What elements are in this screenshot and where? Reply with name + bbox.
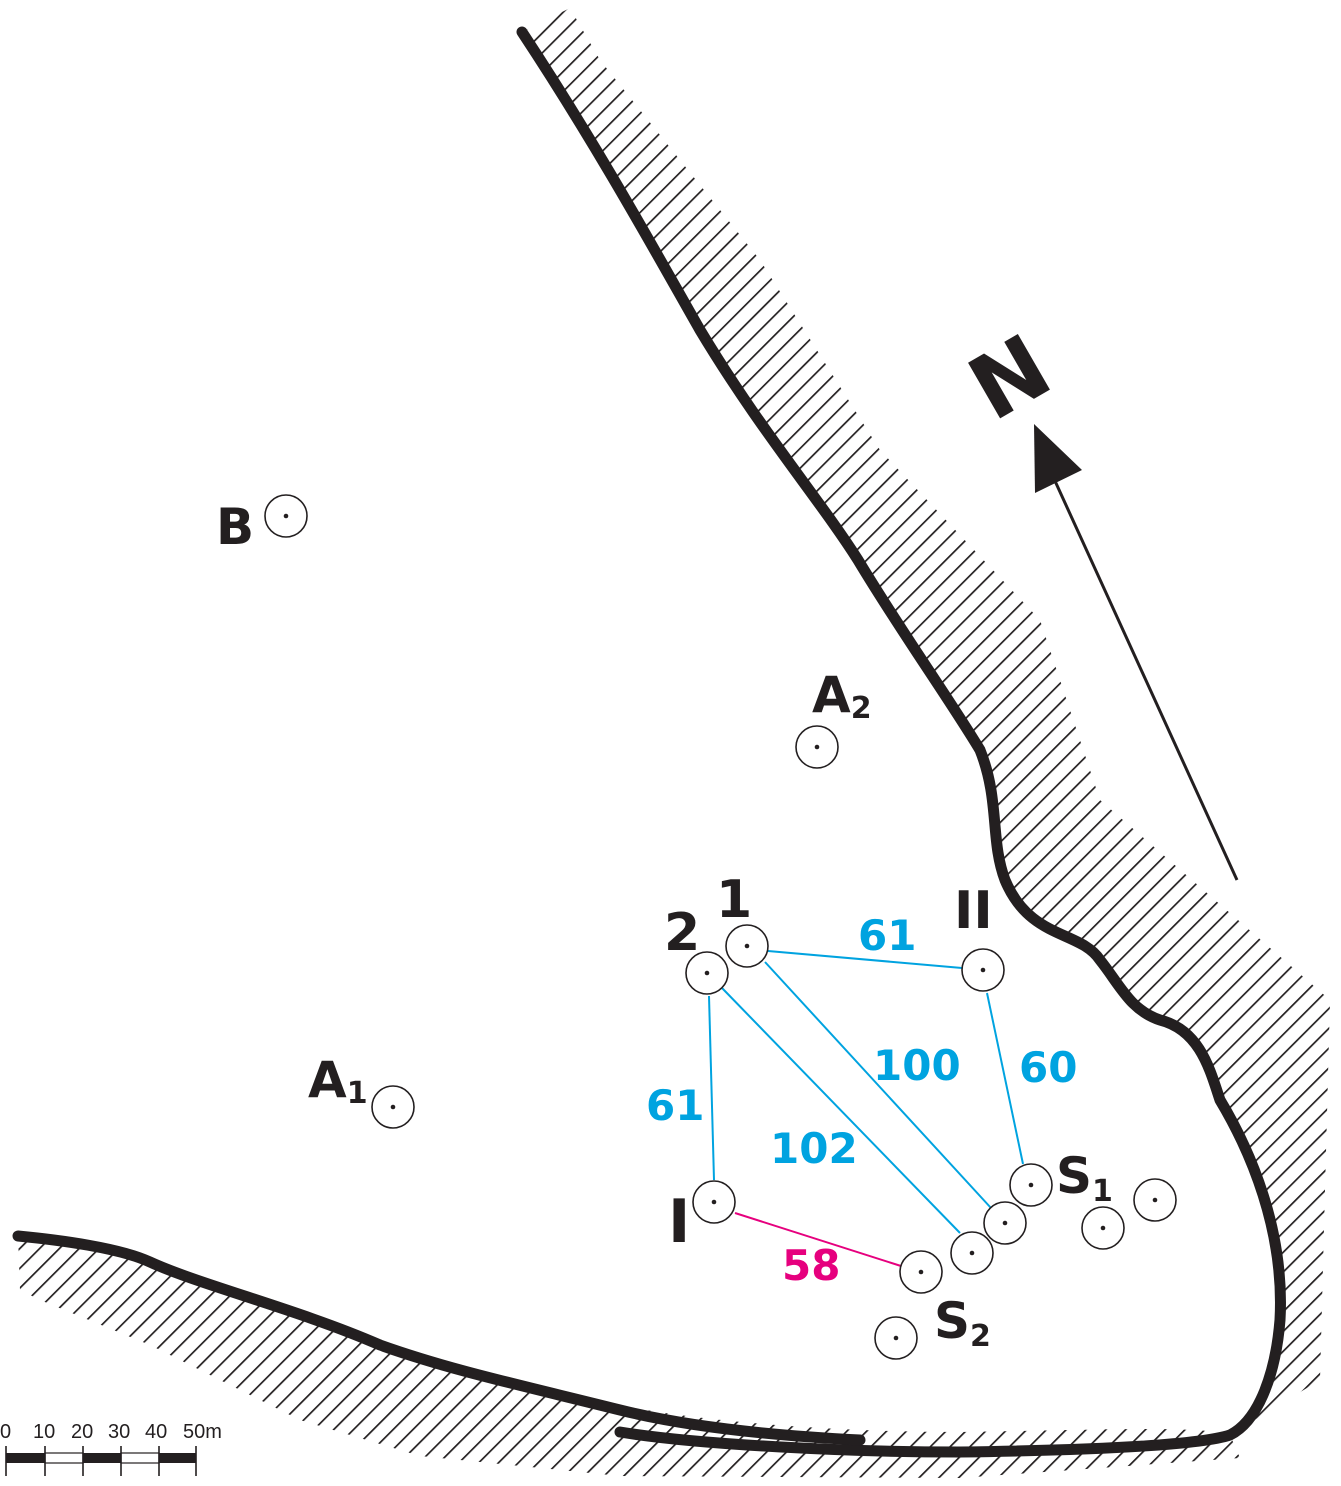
station-S2b: [874, 1316, 918, 1360]
station-2: [685, 951, 729, 995]
label-B: B: [216, 498, 254, 556]
station-E2: [1081, 1206, 1125, 1250]
station-A2: [795, 725, 839, 769]
station-S1: [1009, 1163, 1053, 1207]
distance-1-II: 61: [858, 911, 916, 960]
scale-tick-30: 30: [108, 1421, 130, 1443]
station-S1c: [950, 1231, 994, 1275]
label-A1: A1: [308, 1051, 368, 1111]
distance-2-S: 102: [770, 1124, 858, 1173]
station-E1: [1133, 1178, 1177, 1222]
distance-1-S: 100: [873, 1041, 961, 1090]
label-A2: A2: [812, 666, 872, 726]
scale-tick-40: 40: [145, 1421, 167, 1443]
cliff-edge-right: [516, 26, 1286, 1458]
label-S2: S2: [934, 1292, 991, 1354]
distance-II-S1: 60: [1019, 1043, 1077, 1092]
measurement-lines: [708, 950, 1024, 1234]
label-1: 1: [716, 870, 752, 930]
cliff-edge-bottom: [12, 1230, 866, 1446]
label-2: 2: [664, 903, 700, 963]
label-S1: S1: [1056, 1147, 1113, 1209]
station-I: [692, 1180, 736, 1224]
distance-labels: 61 60 100 102 61 58: [646, 911, 1077, 1290]
scale-bar: 0 10 20 30 40 50m: [0, 1421, 222, 1476]
scale-tick-10: 10: [33, 1421, 55, 1443]
point-labels: B A2 A1 1 2 II I S1 S2: [216, 498, 1113, 1354]
scale-tick-20: 20: [71, 1421, 93, 1443]
scale-tick-50m: 50m: [183, 1421, 222, 1443]
station-II: [961, 948, 1005, 992]
label-I: I: [668, 1187, 690, 1257]
distance-2-I: 61: [646, 1081, 704, 1130]
station-B: [264, 494, 308, 538]
station-S2: [899, 1250, 943, 1294]
label-II: II: [954, 881, 993, 941]
station-markers: [264, 494, 1177, 1360]
cliff-hatching-bottom: [18, 1236, 1240, 1478]
station-1: [725, 924, 769, 968]
scale-tick-0: 0: [0, 1421, 11, 1443]
north-label: N: [952, 315, 1067, 441]
station-S1b: [983, 1201, 1027, 1245]
station-A1: [371, 1085, 415, 1129]
distance-I-S2: 58: [782, 1241, 840, 1290]
measurement-line-highlight: [734, 1212, 902, 1267]
